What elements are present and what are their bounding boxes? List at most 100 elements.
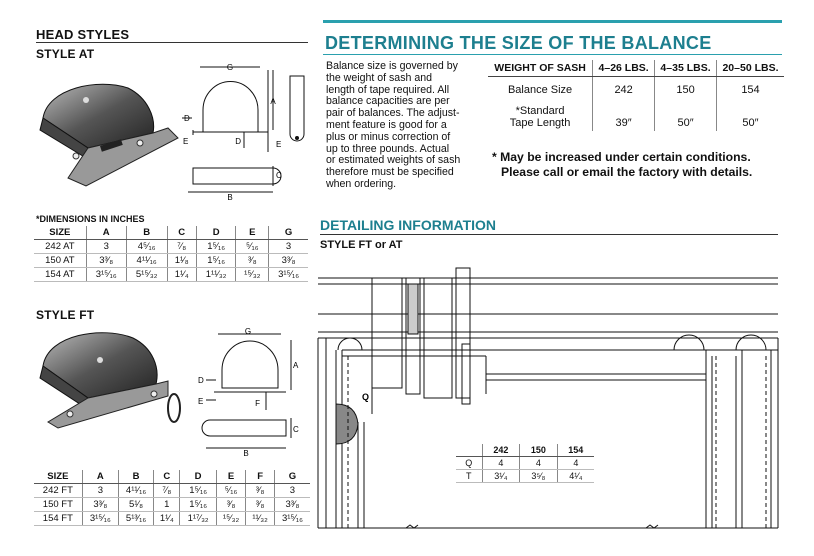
at-label-g: G [227, 63, 233, 72]
balance-title: DETERMINING THE SIZE OF THE BALANCE [325, 33, 712, 53]
body-line: ment feature is good for a [326, 118, 447, 131]
at-col-header: E [235, 226, 270, 240]
body-line: plus or minus correction of [326, 130, 451, 143]
qt-cell: 4 [557, 456, 594, 470]
ft-cell: 150 FT [34, 497, 83, 512]
ft-cell: 3 [82, 483, 119, 498]
body-line: when ordering. [326, 177, 397, 190]
detailing-subtitle: STYLE FT or AT [320, 239, 403, 251]
ft-label-d: D [198, 376, 204, 385]
weight-col-header: WEIGHT OF SASH [488, 60, 594, 77]
detailing-title: DETAILING INFORMATION [320, 217, 497, 233]
at-cell: ⁷⁄₈ [167, 239, 197, 254]
weight-cell: 50″ [742, 116, 759, 129]
at-cell: 1¹⁄₄ [167, 267, 197, 282]
body-line: or estimated weights of sash [326, 154, 461, 167]
at-col-header: D [196, 226, 237, 240]
ft-cell: ¹¹⁄₃₂ [245, 511, 275, 526]
at-cell: ³⁄₈ [235, 253, 270, 268]
balance-note-line1: * May be increased under certain conditi… [492, 150, 751, 164]
at-cell: 4¹¹⁄₁₆ [126, 253, 168, 268]
ft-col-header: C [153, 470, 181, 484]
at-cell: 154 AT [34, 267, 87, 282]
style-at-dimension-drawing: G A D D E E C B [182, 63, 282, 200]
ft-label-e: E [198, 397, 203, 406]
weight-cell: 154 [741, 83, 760, 96]
ft-cell: ³⁄₈ [245, 497, 275, 512]
weight-cell: *Standard Tape Length [488, 102, 594, 131]
at-cell: 5¹⁵⁄₃₂ [126, 267, 168, 282]
at-cell: 1⁵⁄₁₆ [196, 253, 237, 268]
at-cell: 3³⁄₈ [268, 253, 308, 268]
at-label-d: D [184, 114, 190, 123]
at-cell: ¹⁵⁄₃₂ [235, 267, 270, 282]
ft-col-header: E [216, 470, 247, 484]
ft-cell: 3³⁄₈ [82, 497, 119, 512]
qt-cell: 4 [519, 456, 558, 470]
qt-cell: Q [456, 456, 483, 470]
table-row: Q 4 4 4 [456, 456, 594, 470]
ft-label-f: F [255, 399, 260, 408]
weight-col-header: 20–50 LBS. [716, 60, 784, 77]
weight-cell: 150 [654, 76, 717, 103]
at-cell: 3 [86, 239, 127, 254]
head-styles-rule [36, 42, 308, 43]
ft-cell: 154 FT [34, 511, 83, 526]
ft-col-header: G [274, 470, 310, 484]
balance-note-line2: Please call or email the factory with de… [501, 165, 753, 179]
at-cell: 1¹⁄₈ [167, 253, 197, 268]
tape-length-label-1: *Standard [515, 104, 565, 117]
at-col-header: A [86, 226, 127, 240]
at-col-header: SIZE [34, 226, 87, 240]
ft-cell: ⁷⁄₈ [153, 483, 181, 498]
style-ft-pulley-illustration [39, 332, 181, 429]
at-cell: 150 AT [34, 253, 87, 268]
body-line: balance capacities are per [326, 95, 450, 108]
at-label-e2: E [276, 140, 281, 149]
at-cell: 242 AT [34, 239, 87, 254]
at-cell: 3³⁄₈ [86, 253, 127, 268]
table-row: 154 AT 3¹⁵⁄₁₆ 5¹⁵⁄₃₂ 1¹⁄₄ 1¹¹⁄₃₂ ¹⁵⁄₃₂ 3… [34, 267, 308, 282]
ft-cell: 1¹⁷⁄₃₂ [179, 511, 217, 526]
style-at-side-view [289, 75, 305, 142]
ft-cell: 3 [274, 483, 310, 498]
ft-col-header: A [82, 470, 119, 484]
at-col-header: G [268, 226, 308, 240]
at-label-c: C [276, 171, 282, 180]
ft-label-b: B [243, 449, 248, 458]
ft-cell: 5¹³⁄₁₆ [118, 511, 155, 526]
dims-caption: *DIMENSIONS IN INCHES [36, 214, 145, 224]
table-row: 150 AT 3³⁄₈ 4¹¹⁄₁₆ 1¹⁄₈ 1⁵⁄₁₆ ³⁄₈ 3³⁄₈ [34, 253, 308, 268]
table-row: Balance Size 242 150 154 [488, 76, 784, 103]
at-col-header: B [126, 226, 168, 240]
style-at-label: STYLE AT [36, 47, 95, 61]
at-label-e: E [183, 137, 188, 146]
table-row: 242 AT 3 4⁵⁄₁₆ ⁷⁄₈ 1⁵⁄₁₆ ⁵⁄₁₆ 3 [34, 239, 308, 254]
table-row: *Standard Tape Length 39″ 50″ 50″ [488, 102, 784, 131]
ft-col-header: B [118, 470, 155, 484]
table-row: 242 FT 3 4¹¹⁄₁₆ ⁷⁄₈ 1⁵⁄₁₆ ⁵⁄₁₆ ³⁄₈ 3 [34, 483, 310, 498]
ft-col-header: D [179, 470, 217, 484]
ft-cell: 3¹⁵⁄₁₆ [82, 511, 119, 526]
body-line: length of tape required. All [326, 83, 450, 96]
qt-cell: T [456, 469, 483, 483]
body-line: therefore must be specified [326, 166, 454, 179]
ft-cell: 1¹⁄₄ [153, 511, 181, 526]
q-dimension-label: Q [362, 392, 369, 402]
at-cell: ⁵⁄₁₆ [235, 239, 270, 254]
head-styles-title: HEAD STYLES [36, 27, 130, 42]
weight-of-sash-table: WEIGHT OF SASH 4–26 LBS. 4–35 LBS. 20–50… [488, 60, 784, 131]
at-cell: 3¹⁵⁄₁₆ [86, 267, 127, 282]
table-row: 154 FT 3¹⁵⁄₁₆ 5¹³⁄₁₆ 1¹⁄₄ 1¹⁷⁄₃₂ ¹⁵⁄₃₂ ¹… [34, 511, 310, 526]
ft-label-c: C [293, 425, 299, 434]
balance-top-bar [323, 20, 782, 23]
weight-cell: 242 [592, 76, 656, 103]
at-label-a: A [270, 97, 276, 106]
qt-col-header: 242 [482, 444, 521, 457]
table-row: T 3¹⁄₄ 3⁵⁄₈ 4¹⁄₄ [456, 469, 594, 483]
ft-cell: 1 [153, 497, 181, 512]
body-line: the weight of sash and [326, 71, 433, 84]
ft-cell: 5¹⁄₈ [118, 497, 155, 512]
balance-title-rule [323, 54, 782, 55]
ft-cell: 1⁵⁄₁₆ [179, 483, 217, 498]
